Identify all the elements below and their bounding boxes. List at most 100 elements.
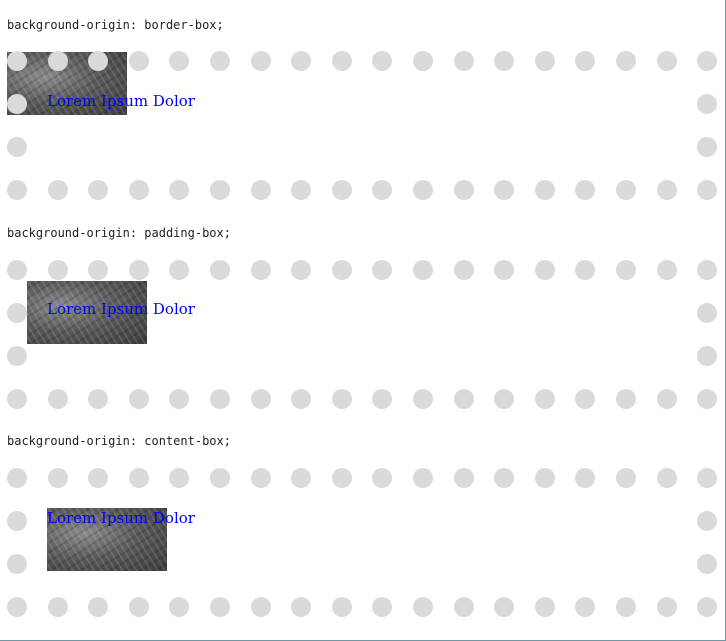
border-dot [535,180,555,200]
border-dot [291,389,311,409]
border-dot [697,554,717,574]
border-dot [129,468,149,488]
border-dot [129,260,149,280]
border-dot [494,468,514,488]
border-dot [169,180,189,200]
border-dot [657,389,677,409]
border-dot [372,389,392,409]
border-dot [616,180,636,200]
border-dot [616,260,636,280]
border-dot [697,303,717,323]
border-dot [454,597,474,617]
border-dot [7,554,27,574]
border-dot [494,180,514,200]
border-dot [7,303,27,323]
border-dot [413,260,433,280]
background-image-content-box [47,508,167,571]
border-dot [575,389,595,409]
border-dot [372,51,392,71]
border-dot [657,468,677,488]
border-dot [48,260,68,280]
border-dot [291,51,311,71]
border-dot [88,389,108,409]
border-dot [697,94,717,114]
border-dot [169,468,189,488]
background-image-padding-box [27,281,147,344]
border-dot [697,180,717,200]
border-dot [129,389,149,409]
border-dot [413,389,433,409]
border-dot [697,346,717,366]
border-dot [48,180,68,200]
border-dot [251,389,271,409]
border-dot [697,511,717,531]
border-dot [210,180,230,200]
border-dot [169,389,189,409]
border-dot [332,260,352,280]
border-dot [535,468,555,488]
border-dot [210,260,230,280]
border-dot [7,597,27,617]
border-dot [697,597,717,617]
border-dot [291,468,311,488]
border-dot [7,468,27,488]
border-dot [7,180,27,200]
border-dot [48,597,68,617]
border-dot [332,180,352,200]
border-dot [535,597,555,617]
border-dot [291,597,311,617]
border-dot [697,51,717,71]
border-dot [48,51,68,71]
border-dot [535,389,555,409]
border-dot [454,51,474,71]
demo-box-border-box: Lorem Ipsum Dolor [7,51,717,201]
border-dot [332,597,352,617]
border-dot [251,260,271,280]
border-dot [291,260,311,280]
border-dot [616,51,636,71]
demo-text-padding-box: Lorem Ipsum Dolor [47,300,195,318]
border-dot [48,468,68,488]
border-dot [616,389,636,409]
border-dot [575,51,595,71]
border-dot [372,180,392,200]
border-dot [413,180,433,200]
border-dot [494,389,514,409]
border-dot [575,468,595,488]
border-dot [7,511,27,531]
border-dot [88,180,108,200]
border-dot [7,389,27,409]
border-dot [575,260,595,280]
border-dot [332,389,352,409]
border-dot [88,51,108,71]
border-dot [169,597,189,617]
border-dot [88,468,108,488]
border-dot [697,468,717,488]
border-dot [575,180,595,200]
border-dot [697,137,717,157]
border-dot [251,180,271,200]
demo-box-padding-box: Lorem Ipsum Dolor [7,260,717,410]
border-dot [657,180,677,200]
border-dot [251,468,271,488]
border-dot [169,260,189,280]
border-dot [7,94,27,114]
border-dot [210,597,230,617]
border-dot [88,260,108,280]
section-label-content-box: background-origin: content-box; [7,434,231,448]
border-dot [535,51,555,71]
border-dot [88,597,108,617]
border-dot [454,180,474,200]
border-dot [413,597,433,617]
border-dot [616,468,636,488]
border-dot [657,597,677,617]
border-dot [494,260,514,280]
border-dot [129,51,149,71]
border-dot [7,137,27,157]
border-dot [372,260,392,280]
border-dot [210,468,230,488]
border-dot [454,468,474,488]
border-dot [697,389,717,409]
border-dot [697,260,717,280]
border-dot [616,597,636,617]
